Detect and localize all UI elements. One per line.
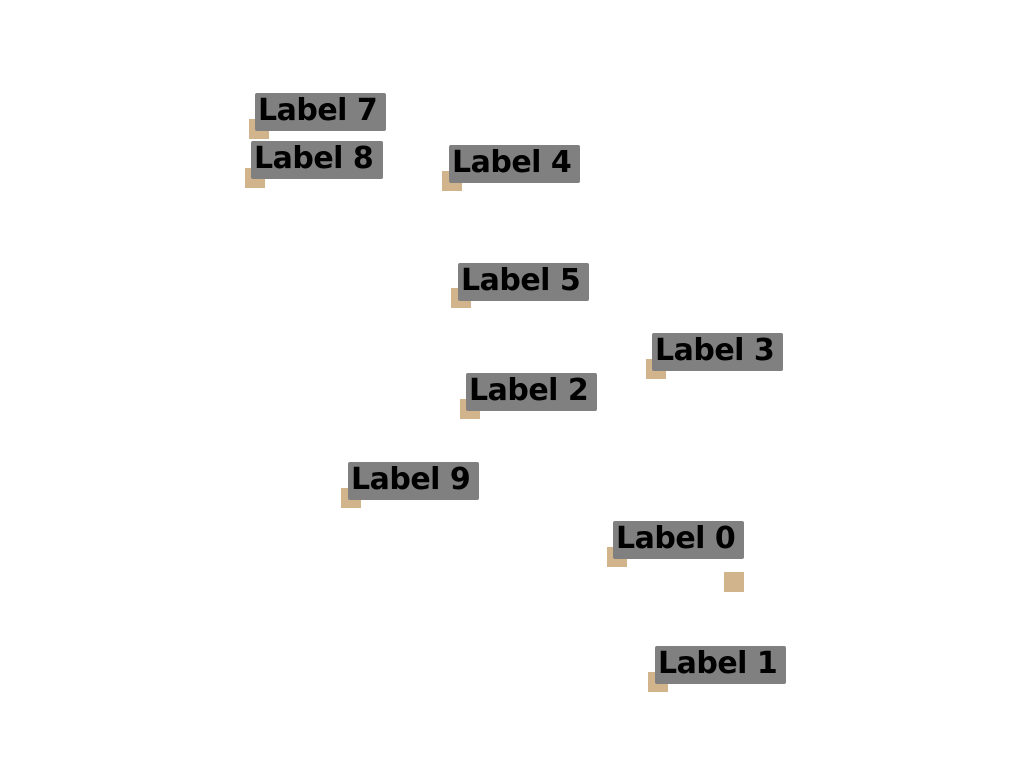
label-9: Label 9	[348, 462, 479, 500]
label-7: Label 7	[255, 93, 386, 131]
label-2: Label 2	[466, 373, 597, 411]
label-4: Label 4	[449, 145, 580, 183]
label-0: Label 0	[613, 521, 744, 559]
label-5: Label 5	[458, 263, 589, 301]
label-8: Label 8	[251, 141, 383, 179]
point-6	[724, 572, 744, 592]
label-1: Label 1	[655, 646, 786, 684]
label-3: Label 3	[652, 333, 783, 371]
